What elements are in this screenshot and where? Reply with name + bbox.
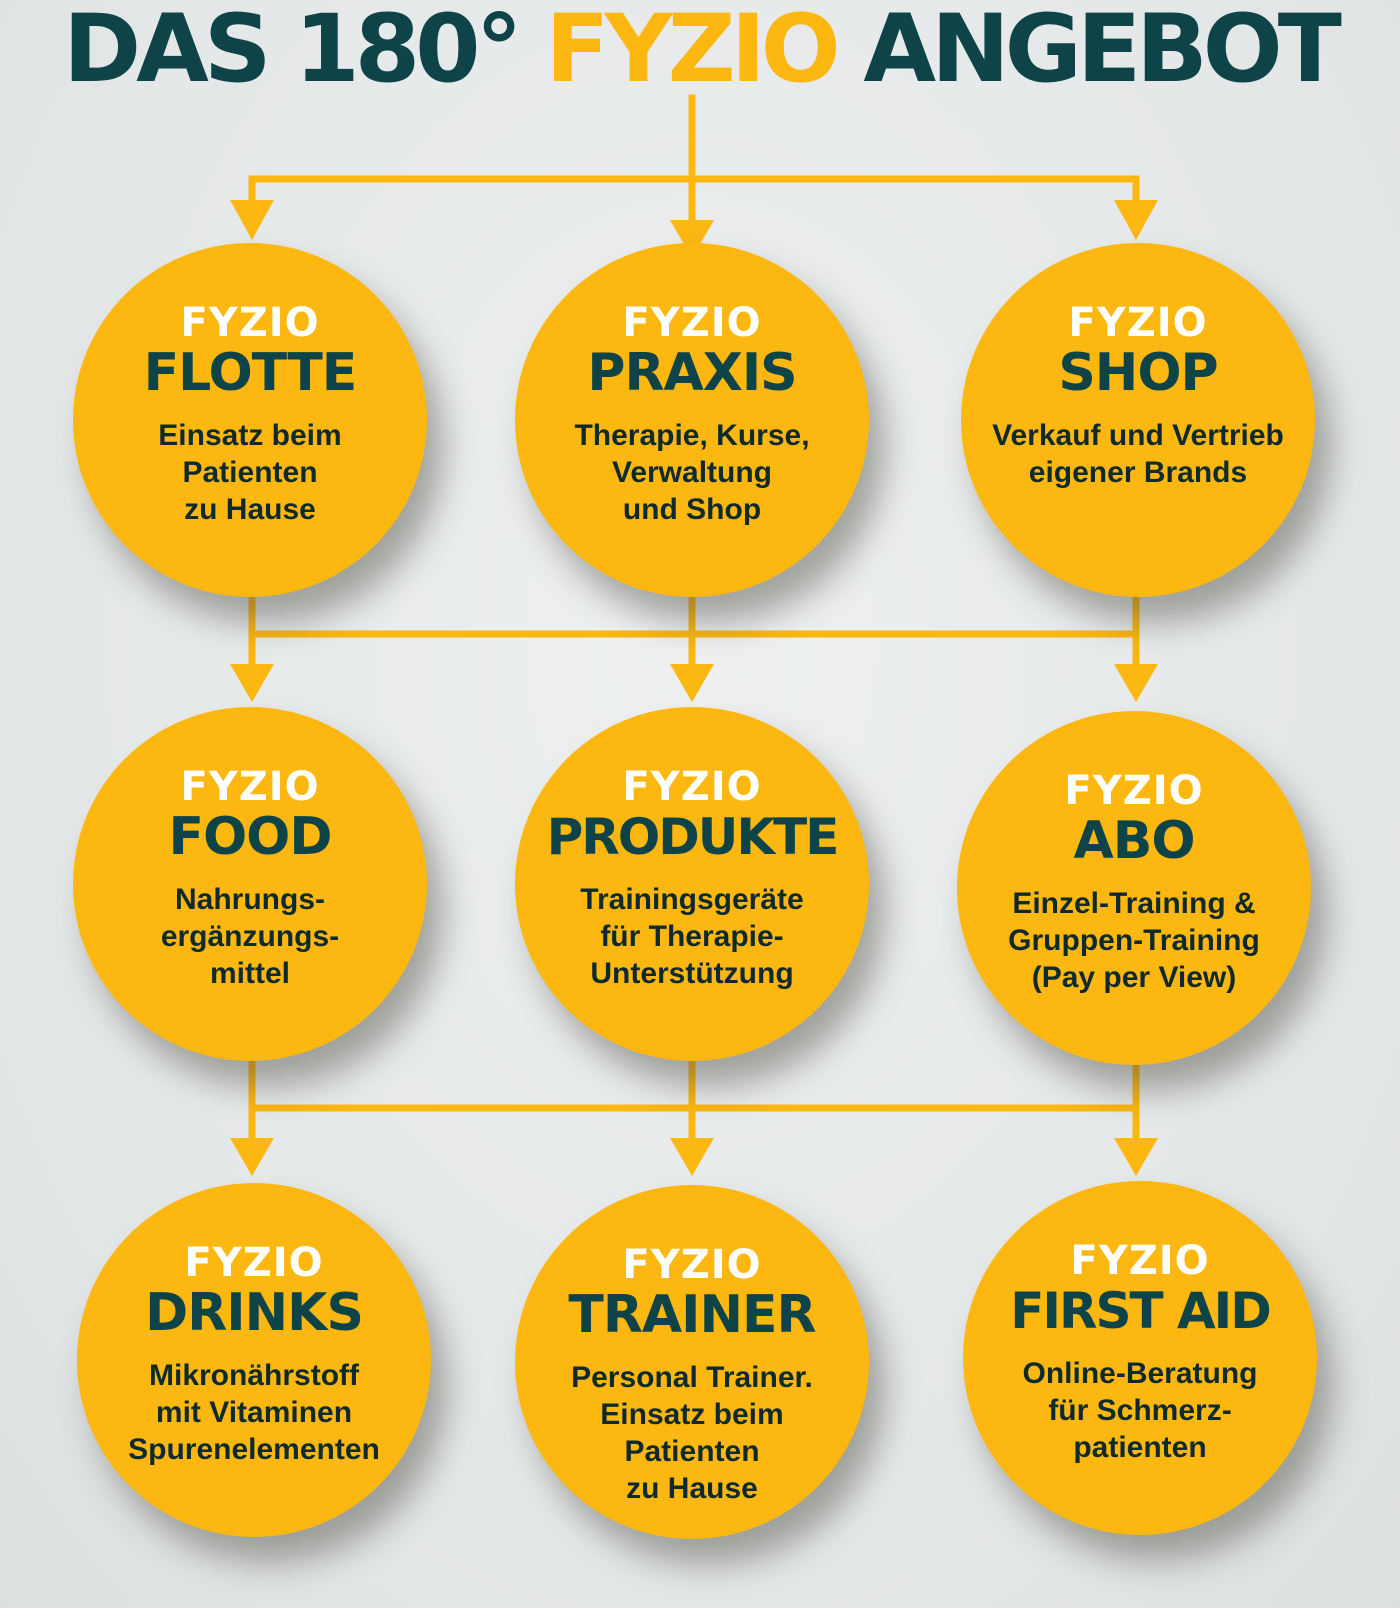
node-brand: FYZIO bbox=[1064, 768, 1204, 814]
node-first-aid: FYZIO FIRST AID Online-Beratung für Schm… bbox=[963, 1181, 1317, 1535]
node-description: Verkauf und Vertrieb eigener Brands bbox=[992, 419, 1284, 489]
arrow-row1-right bbox=[1114, 200, 1158, 240]
node-name: PRAXIS bbox=[587, 343, 797, 403]
node-flotte: FYZIO FLOTTE Einsatz beim Patienten zu H… bbox=[73, 243, 427, 597]
node-description: Therapie, Kurse, Verwaltung und Shop bbox=[574, 419, 810, 526]
node-food: FYZIO FOOD Nahrungs- ergänzungs- mittel bbox=[73, 707, 427, 1061]
node-brand: FYZIO bbox=[184, 1240, 324, 1286]
node-brand: FYZIO bbox=[622, 300, 762, 346]
node-description: Online-Beratung für Schmerz- patienten bbox=[1022, 1357, 1258, 1464]
node-praxis: FYZIO PRAXIS Therapie, Kurse, Verwaltung… bbox=[515, 243, 869, 597]
node-brand: FYZIO bbox=[1068, 300, 1208, 346]
node-description: Personal Trainer. Einsatz beim Patienten… bbox=[571, 1361, 813, 1505]
title-part-1: DAS 180° bbox=[63, 0, 546, 104]
arrow-row3-mid bbox=[670, 1138, 714, 1176]
arrow-row2-mid bbox=[670, 664, 714, 702]
node-description: Trainingsgeräte für Therapie- Unterstütz… bbox=[580, 883, 804, 990]
page-title: DAS 180° FYZIO ANGEBOT bbox=[0, 2, 1400, 98]
node-brand: FYZIO bbox=[622, 1242, 762, 1288]
node-description: Einsatz beim Patienten zu Hause bbox=[158, 419, 342, 526]
node-name: FOOD bbox=[168, 807, 332, 867]
title-accent: FYZIO bbox=[545, 0, 840, 104]
node-name: ABO bbox=[1073, 811, 1195, 871]
node-name: PRODUKTE bbox=[546, 808, 840, 866]
node-produkte: FYZIO PRODUKTE Trainingsgeräte für Thera… bbox=[515, 707, 869, 1061]
node-abo: FYZIO ABO Einzel-Training & Gruppen-Trai… bbox=[957, 711, 1311, 1065]
arrow-row1-mid bbox=[670, 220, 714, 258]
node-name: SHOP bbox=[1058, 343, 1218, 403]
node-description: Nahrungs- ergänzungs- mittel bbox=[160, 883, 340, 990]
node-brand: FYZIO bbox=[622, 764, 762, 810]
arrow-row3-right bbox=[1114, 1138, 1158, 1176]
arrow-row3-left bbox=[230, 1138, 274, 1176]
node-description: Mikronährstoff mit Vitaminen Spureneleme… bbox=[128, 1359, 380, 1466]
node-brand: FYZIO bbox=[180, 764, 320, 810]
title-part-2: ANGEBOT bbox=[835, 0, 1341, 104]
arrow-row1-left bbox=[230, 200, 274, 240]
node-drinks: FYZIO DRINKS Mikronährstoff mit Vitamine… bbox=[77, 1183, 431, 1537]
node-name: TRAINER bbox=[568, 1285, 816, 1345]
node-shop: FYZIO SHOP Verkauf und Vertrieb eigener … bbox=[961, 243, 1315, 597]
arrow-row2-left bbox=[230, 664, 274, 702]
node-name: FIRST AID bbox=[1010, 1282, 1272, 1340]
node-name: FLOTTE bbox=[143, 343, 358, 403]
node-trainer: FYZIO TRAINER Personal Trainer. Einsatz … bbox=[515, 1185, 869, 1539]
arrow-row2-right bbox=[1114, 664, 1158, 702]
node-name: DRINKS bbox=[145, 1283, 364, 1343]
node-description: Einzel-Training & Gruppen-Training (Pay … bbox=[1008, 887, 1260, 994]
node-brand: FYZIO bbox=[180, 300, 320, 346]
node-brand: FYZIO bbox=[1070, 1238, 1210, 1284]
